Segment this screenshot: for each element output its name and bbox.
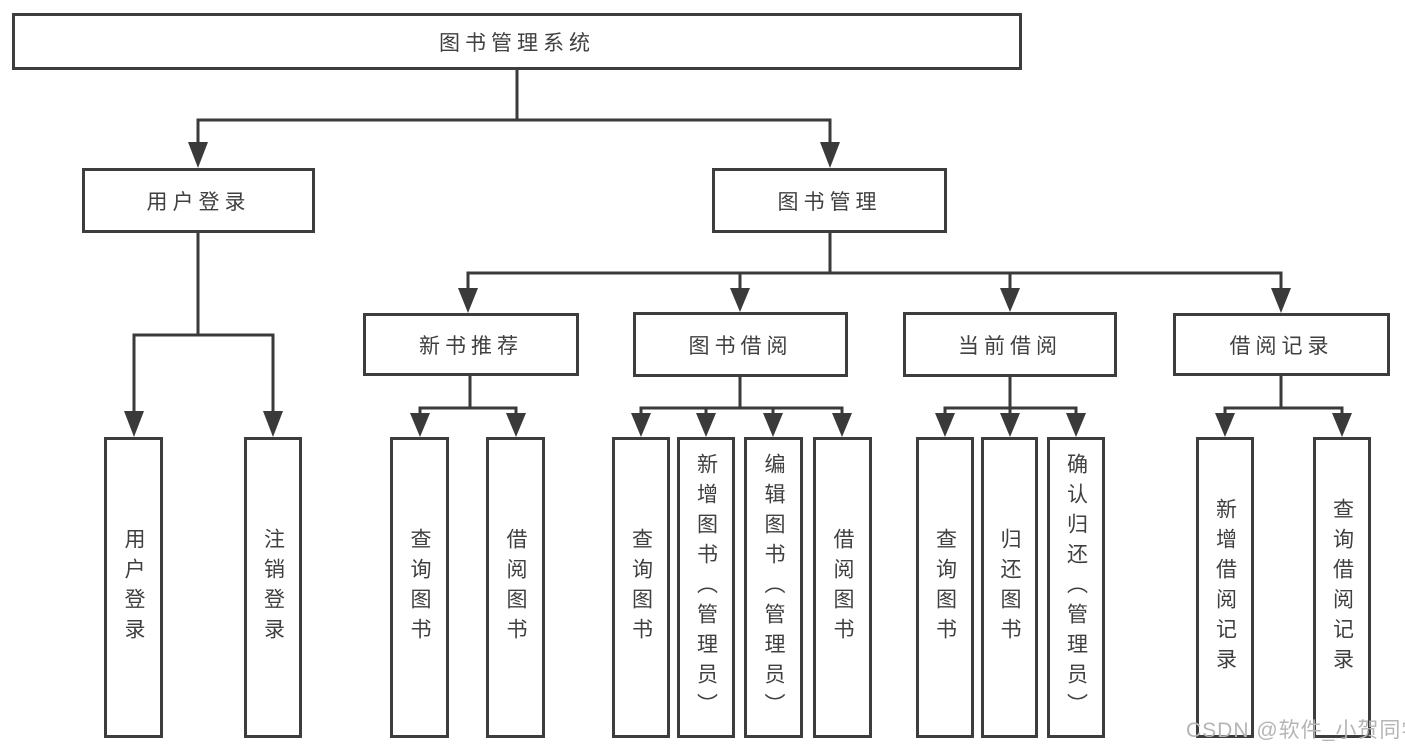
arrow-down-icon	[458, 288, 478, 313]
node-label: 新增图书（管理员）	[694, 452, 718, 723]
arrow-down-icon	[1066, 413, 1086, 437]
arrow-down-icon	[696, 413, 716, 437]
arrow-down-icon	[410, 413, 430, 437]
arrow-down-icon	[730, 288, 750, 312]
arrow-down-icon	[1000, 288, 1020, 312]
arrow-down-icon	[631, 413, 651, 437]
leaf-query-borrow-record: 查询借阅记录	[1313, 437, 1371, 738]
leaf-logout: 注销登录	[244, 437, 302, 738]
branch-book-borrow	[631, 375, 852, 437]
arrow-down-icon	[935, 413, 955, 437]
arrow-down-icon	[763, 413, 783, 437]
branch-root	[188, 68, 840, 168]
leaf-add-borrow-record: 新增借阅记录	[1196, 437, 1254, 738]
node-label: 归还图书	[998, 527, 1021, 648]
arrow-down-icon	[124, 411, 144, 437]
node-label: 借阅记录	[1229, 334, 1334, 358]
branch-new-book	[410, 374, 526, 437]
branch-current-borrow	[935, 375, 1086, 437]
node-book-borrowing: 图书借阅	[633, 312, 848, 377]
arrow-down-icon	[1000, 413, 1020, 437]
arrow-down-icon	[506, 413, 526, 437]
branch-user-login	[124, 231, 283, 437]
arrow-down-icon	[820, 142, 840, 168]
node-label: 图书管理	[777, 190, 882, 214]
node-current-borrowing: 当前借阅	[903, 312, 1117, 377]
node-label: 查询图书	[629, 527, 653, 648]
node-label: 新书推荐	[419, 334, 523, 358]
csdn-watermark: CSDN @软件_小贺同学	[1186, 719, 1405, 742]
node-label: 查询图书	[933, 527, 957, 648]
leaf-query-books-recommend: 查询图书	[390, 437, 449, 738]
branch-borrow-record	[1215, 374, 1352, 437]
node-label: 确认归还（管理员）	[1064, 452, 1088, 723]
branch-book-mgmt	[458, 231, 1291, 313]
arrow-down-icon	[832, 413, 852, 437]
node-label: 用户登录	[122, 527, 145, 648]
leaf-confirm-return-admin: 确认归还（管理员）	[1047, 437, 1105, 738]
node-borrowing-records: 借阅记录	[1173, 313, 1390, 376]
arrow-down-icon	[263, 411, 283, 437]
node-label: 新增借阅记录	[1213, 497, 1237, 678]
node-label: 图书借阅	[688, 334, 793, 358]
node-label: 借阅图书	[831, 527, 854, 648]
leaf-add-books-admin: 新增图书（管理员）	[677, 437, 735, 738]
node-label: 查询图书	[408, 527, 431, 648]
arrow-down-icon	[188, 142, 208, 168]
node-label: 图书管理系统	[439, 31, 595, 55]
arrow-down-icon	[1215, 413, 1235, 437]
leaf-query-books-borrow: 查询图书	[612, 437, 670, 738]
arrow-down-icon	[1332, 413, 1352, 437]
leaf-query-books-current: 查询图书	[916, 437, 974, 738]
leaf-user-login: 用户登录	[104, 437, 163, 738]
leaf-edit-books-admin: 编辑图书（管理员）	[744, 437, 803, 738]
node-new-book-recommend: 新书推荐	[363, 313, 579, 376]
node-system-root: 图书管理系统	[12, 13, 1022, 70]
node-user-login: 用户登录	[82, 168, 315, 233]
arrow-down-icon	[1271, 288, 1291, 313]
node-label: 编辑图书（管理员）	[762, 452, 785, 723]
node-label: 借阅图书	[504, 527, 527, 648]
leaf-borrow-books: 借阅图书	[813, 437, 872, 738]
node-label: 当前借阅	[958, 334, 1062, 358]
node-label: 注销登录	[261, 527, 285, 648]
node-label: 查询借阅记录	[1330, 497, 1354, 678]
node-book-management: 图书管理	[712, 168, 947, 233]
leaf-borrow-books-recommend: 借阅图书	[486, 437, 545, 738]
leaf-return-books: 归还图书	[981, 437, 1038, 738]
node-label: 用户登录	[146, 190, 251, 214]
